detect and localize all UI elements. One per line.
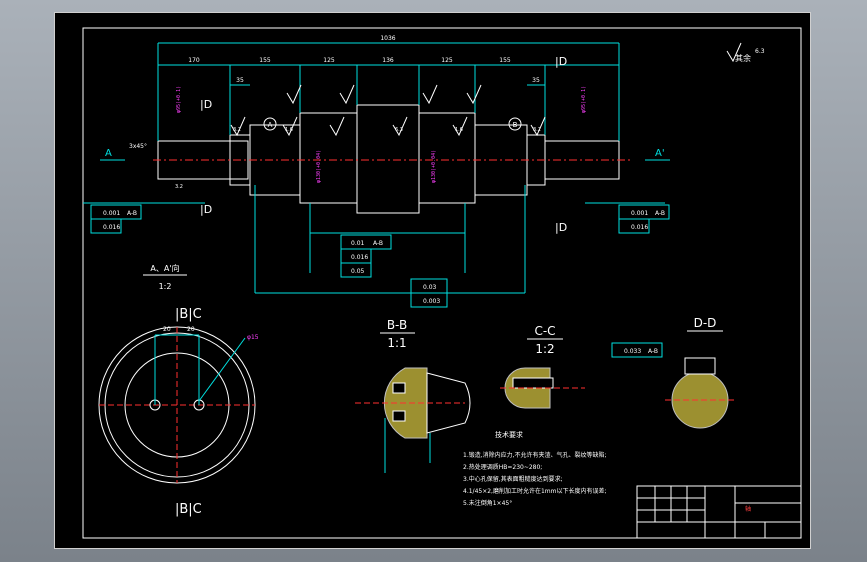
section-d-upper-left: |D bbox=[200, 98, 212, 111]
technical-notes: 技术要求 1.锻造,消除内应力,不允许有夹渣、气孔、裂纹等缺陷; 2.热处理调质… bbox=[463, 430, 607, 507]
segment-dim-6: 155 bbox=[499, 57, 511, 64]
tol-right-row2: 0.016 bbox=[631, 224, 648, 231]
tol-right-row1: 0.001 bbox=[631, 210, 648, 217]
segment-dim-1: 170 bbox=[188, 57, 200, 64]
section-d-lower-left: |D bbox=[200, 203, 212, 216]
tol-dd-row1: 0.033 bbox=[624, 348, 641, 355]
notes-title: 技术要求 bbox=[495, 430, 523, 439]
datum-b-label: B bbox=[513, 121, 518, 129]
diameter-label-3: φ130(+0.04) bbox=[431, 150, 437, 183]
section-dd-title: D-D bbox=[694, 316, 717, 330]
datum-a-label: A bbox=[268, 121, 273, 129]
segment-dim-4: 136 bbox=[382, 57, 394, 64]
chamfer-label: 3x45° bbox=[129, 143, 147, 150]
diameter-label-4: φ95(+0.1) bbox=[581, 86, 587, 113]
tol-frame-mid: 0.01 A-B 0.016 0.05 bbox=[340, 234, 392, 278]
title-block-name: 轴 bbox=[745, 505, 751, 513]
section-bb-scale: 1:1 bbox=[387, 336, 406, 350]
roughness-5: 1.6 bbox=[455, 127, 463, 133]
roughness-2: 1.6 bbox=[285, 127, 293, 133]
segment-dims: 170 155 125 136 125 155 35 35 bbox=[188, 57, 540, 84]
tol-left-row1-ref: A-B bbox=[127, 210, 137, 217]
tol-mid-row3: 0.05 bbox=[351, 268, 365, 275]
tol-bottom-row2: 0.003 bbox=[423, 298, 440, 305]
tol-frame-bottom: 0.03 0.003 bbox=[410, 278, 448, 308]
view-label: A、A'向 bbox=[150, 263, 179, 273]
drawing-canvas[interactable]: 1036 170 155 125 136 125 155 35 35 A A' … bbox=[54, 12, 811, 549]
section-d-upper-right: |D bbox=[555, 55, 567, 68]
roughness-symbols bbox=[230, 42, 742, 137]
note-4: 4.1/45×2,磨削加工时允许在1mm以下长度内有误差; bbox=[463, 487, 606, 495]
tol-bottom-row1: 0.03 bbox=[423, 284, 437, 291]
roughness-4: 3.2 bbox=[533, 127, 541, 133]
section-bb: B-B 1:1 bbox=[355, 318, 471, 473]
section-bb-title: B-B bbox=[387, 318, 407, 332]
note-2: 2.热处理调质HB=230~280; bbox=[463, 463, 542, 471]
section-d-lower-right: |D bbox=[555, 221, 567, 234]
roughness-values: 3.2 1.6 6.3 3.2 1.6 3.2 bbox=[175, 127, 541, 190]
tol-left-row1: 0.001 bbox=[103, 210, 120, 217]
tol-right-row1-ref: A-B bbox=[655, 210, 665, 217]
tol-frame-right: 0.001 A-B 0.016 bbox=[618, 204, 670, 234]
segment-dim-3: 125 bbox=[323, 57, 335, 64]
diameter-label-2: φ130(+0.04) bbox=[316, 150, 322, 183]
overall-length: 1036 bbox=[380, 35, 395, 42]
note-3: 3.中心孔保留,其表面粗糙度达到要求; bbox=[463, 475, 563, 483]
section-cc: C-C 1:2 bbox=[500, 324, 585, 409]
segment-dim-5: 125 bbox=[441, 57, 453, 64]
section-cc-title: C-C bbox=[534, 324, 555, 338]
section-a-prime-label: A' bbox=[655, 148, 665, 159]
section-a-label: A bbox=[105, 148, 112, 159]
dimension-lines bbox=[83, 42, 665, 294]
title-right: 其余 bbox=[735, 53, 751, 63]
datum-b-circle bbox=[508, 117, 522, 131]
section-c-top-label: |B|C bbox=[175, 307, 202, 322]
cad-drawing: 1036 170 155 125 136 125 155 35 35 A A' … bbox=[82, 27, 802, 539]
roughness-right: 6.3 bbox=[755, 48, 765, 55]
shaft-outline bbox=[153, 104, 630, 214]
section-dd: D-D 0.033 A-B bbox=[611, 316, 735, 429]
note-1: 1.锻造,消除内应力,不允许有夹渣、气孔、裂纹等缺陷; bbox=[463, 451, 607, 459]
dim-35-right: 35 bbox=[532, 77, 540, 84]
tol-mid-row1: 0.01 bbox=[351, 240, 365, 247]
section-cc-scale: 1:2 bbox=[535, 342, 554, 356]
segment-dim-2: 155 bbox=[259, 57, 271, 64]
datum-a-circle bbox=[263, 117, 277, 131]
section-c-bottom-label: |B|C bbox=[175, 502, 202, 517]
end-view: |B|C 20 20 φ15 |B|C bbox=[98, 307, 259, 517]
dim-35-left: 35 bbox=[236, 77, 244, 84]
title-block bbox=[636, 485, 802, 539]
view-scale: 1:2 bbox=[159, 282, 172, 291]
tol-mid-row1-ref: A-B bbox=[373, 240, 383, 247]
note-5: 5.未注倒角1×45° bbox=[463, 499, 512, 507]
dim-20-b: 20 bbox=[187, 326, 195, 333]
diameter-labels: φ95(+0.1) φ130(+0.04) φ130(+0.04) φ95(+0… bbox=[176, 86, 587, 183]
tol-mid-row2: 0.016 bbox=[351, 254, 368, 261]
tol-frame-left: 0.001 A-B 0.016 bbox=[90, 204, 142, 234]
roughness-3: 6.3 bbox=[395, 127, 403, 133]
roughness-1: 3.2 bbox=[233, 127, 241, 133]
drawing-border bbox=[82, 27, 802, 539]
diameter-label-1: φ95(+0.1) bbox=[176, 86, 182, 113]
roughness-6: 3.2 bbox=[175, 184, 183, 190]
dim-20-a: 20 bbox=[163, 326, 171, 333]
hole-diameter: φ15 bbox=[247, 334, 259, 341]
tol-dd-row1-ref: A-B bbox=[648, 348, 658, 355]
tol-left-row2: 0.016 bbox=[103, 224, 120, 231]
